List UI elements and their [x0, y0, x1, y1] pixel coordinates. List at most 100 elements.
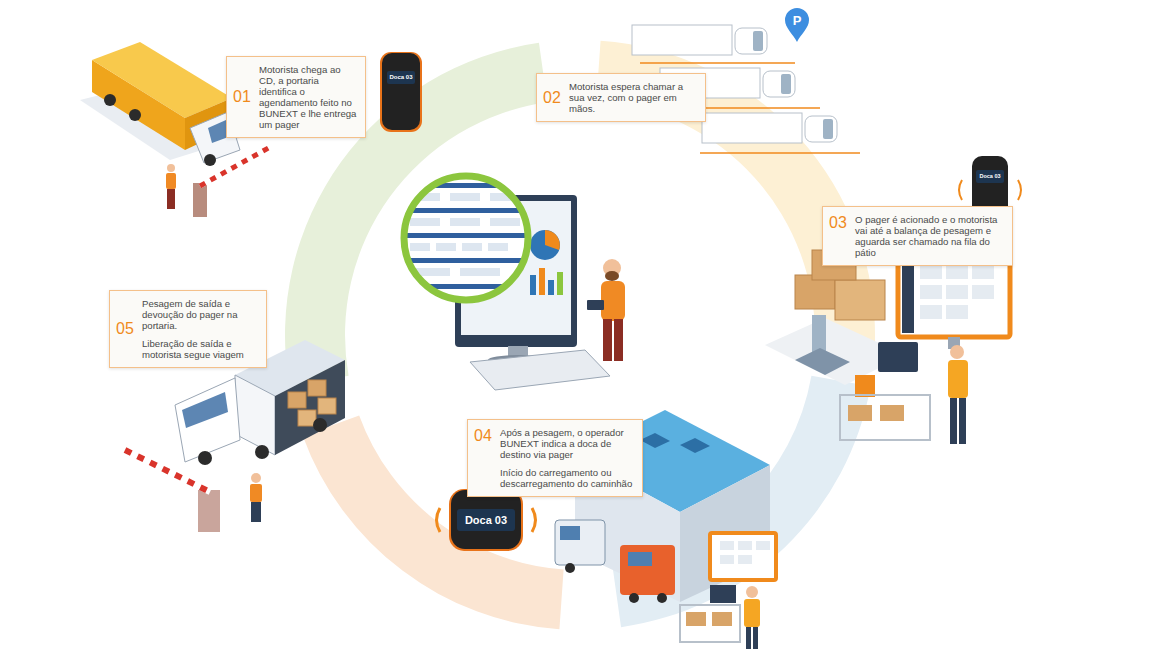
- barrier-stripes: [125, 450, 210, 492]
- wheel: [565, 563, 575, 573]
- dock-truck: [555, 520, 605, 565]
- dashboard-card: [972, 265, 994, 279]
- dashboard-cell: [436, 243, 456, 251]
- pager-device: [380, 52, 422, 132]
- dashboard-header: [400, 208, 532, 213]
- step-body: Após a pesagem, o operador BUNEXT indica…: [500, 427, 634, 489]
- wheel: [104, 94, 116, 106]
- pie-chart: [530, 230, 560, 260]
- gate-barrier: [125, 450, 262, 532]
- step-description: Após a pesagem, o operador BUNEXT indica…: [500, 427, 634, 460]
- wheel: [629, 593, 639, 603]
- step-body: Motorista chega ao CD, a portaria identi…: [259, 64, 357, 130]
- cab-window: [753, 31, 763, 51]
- person-legs: [167, 189, 175, 209]
- wheel: [204, 154, 216, 166]
- parking-line: [700, 152, 860, 154]
- dashboard-card: [756, 541, 770, 550]
- dashboard-card: [920, 305, 942, 319]
- person-vest: [744, 599, 760, 627]
- shelf: [840, 395, 930, 440]
- person-beard: [605, 271, 619, 281]
- truck-cab: [175, 378, 240, 462]
- truck-illustration: [80, 42, 250, 166]
- container-top: [92, 42, 232, 118]
- pager-edge: [380, 52, 422, 132]
- step-description: Liberação de saída e motorista segue via…: [142, 338, 258, 360]
- parking-line: [640, 62, 795, 64]
- parking-sign: P: [789, 12, 805, 29]
- monitor-sidebar: [902, 259, 914, 333]
- parking-line: [690, 107, 820, 109]
- person-head: [251, 473, 261, 483]
- dashboard-card: [972, 285, 994, 299]
- dashboard-cell: [460, 268, 500, 276]
- parking-pin: [785, 8, 809, 42]
- dashboard-cell: [488, 243, 508, 251]
- dashboard-header: [400, 233, 532, 238]
- dashboard-cell: [450, 193, 480, 201]
- cab-window: [781, 74, 791, 94]
- desk-box: [855, 375, 875, 397]
- dashboard-card: [920, 265, 942, 279]
- dock-truck: [620, 545, 675, 595]
- roof-window: [680, 438, 710, 453]
- person-leg: [950, 398, 957, 444]
- person-leg: [614, 319, 623, 361]
- barrier-arm: [125, 450, 210, 492]
- signal-wave: [959, 180, 962, 200]
- bar: [557, 272, 563, 295]
- dashboard-cell: [410, 243, 430, 251]
- scale-scene: [765, 156, 1021, 444]
- step-number: 02: [543, 89, 569, 107]
- step-body: O pager é acionado e o motorista vai até…: [855, 214, 1004, 258]
- cab-window: [560, 526, 580, 540]
- cargo-box: [686, 612, 706, 626]
- dashboard-card: [738, 555, 752, 564]
- gate-barrier: [166, 146, 272, 217]
- wheel: [313, 418, 327, 432]
- desk-monitor: [710, 585, 736, 603]
- step-description: O pager é acionado e o motorista vai até…: [855, 214, 1004, 258]
- step-box: 04Após a pesagem, o operador BUNEXT indi…: [467, 419, 643, 497]
- step-number: 04: [474, 427, 500, 445]
- dashboard-card: [946, 285, 968, 299]
- dashboard-cell: [410, 218, 440, 226]
- dashboard-header: [400, 258, 532, 263]
- cargo-box: [848, 405, 872, 421]
- pager-body: [451, 490, 521, 549]
- monitor: [898, 255, 1010, 337]
- dashboard-card: [720, 541, 734, 550]
- step-body: Motorista espera chamar a sua vez, com o…: [569, 81, 697, 114]
- cab: [735, 28, 767, 54]
- person-body: [250, 484, 262, 502]
- magnifier-ring: [404, 176, 528, 300]
- semi-truck: [632, 25, 767, 55]
- scale-platform: [795, 348, 850, 375]
- central-computer: [400, 176, 625, 390]
- cab-window: [182, 392, 228, 428]
- cargo-box: [712, 612, 732, 626]
- cab-window: [823, 119, 833, 139]
- trailer: [632, 25, 732, 55]
- pie-slice: [545, 230, 560, 250]
- step-description: Pesagem de saída e devoução do pager na …: [142, 298, 258, 331]
- person-leg: [603, 319, 612, 361]
- wheel: [657, 593, 667, 603]
- pager-display: Doca 03: [457, 513, 515, 527]
- person-body: [601, 281, 625, 321]
- shelf: [680, 605, 740, 642]
- pager-device: [437, 489, 536, 551]
- pager-edge: [449, 489, 523, 551]
- barrier-stripes: [200, 146, 272, 186]
- person-body: [166, 173, 176, 189]
- cargo-box: [318, 398, 336, 414]
- step-box: 05Pesagem de saída e devoução do pager n…: [109, 290, 267, 368]
- barrier-post: [193, 183, 207, 217]
- dashboard-card: [946, 305, 968, 319]
- wheel: [255, 445, 269, 459]
- step-box: 01Motorista chega ao CD, a portaria iden…: [226, 56, 366, 138]
- trailer: [702, 113, 802, 143]
- barrier-post: [198, 490, 220, 532]
